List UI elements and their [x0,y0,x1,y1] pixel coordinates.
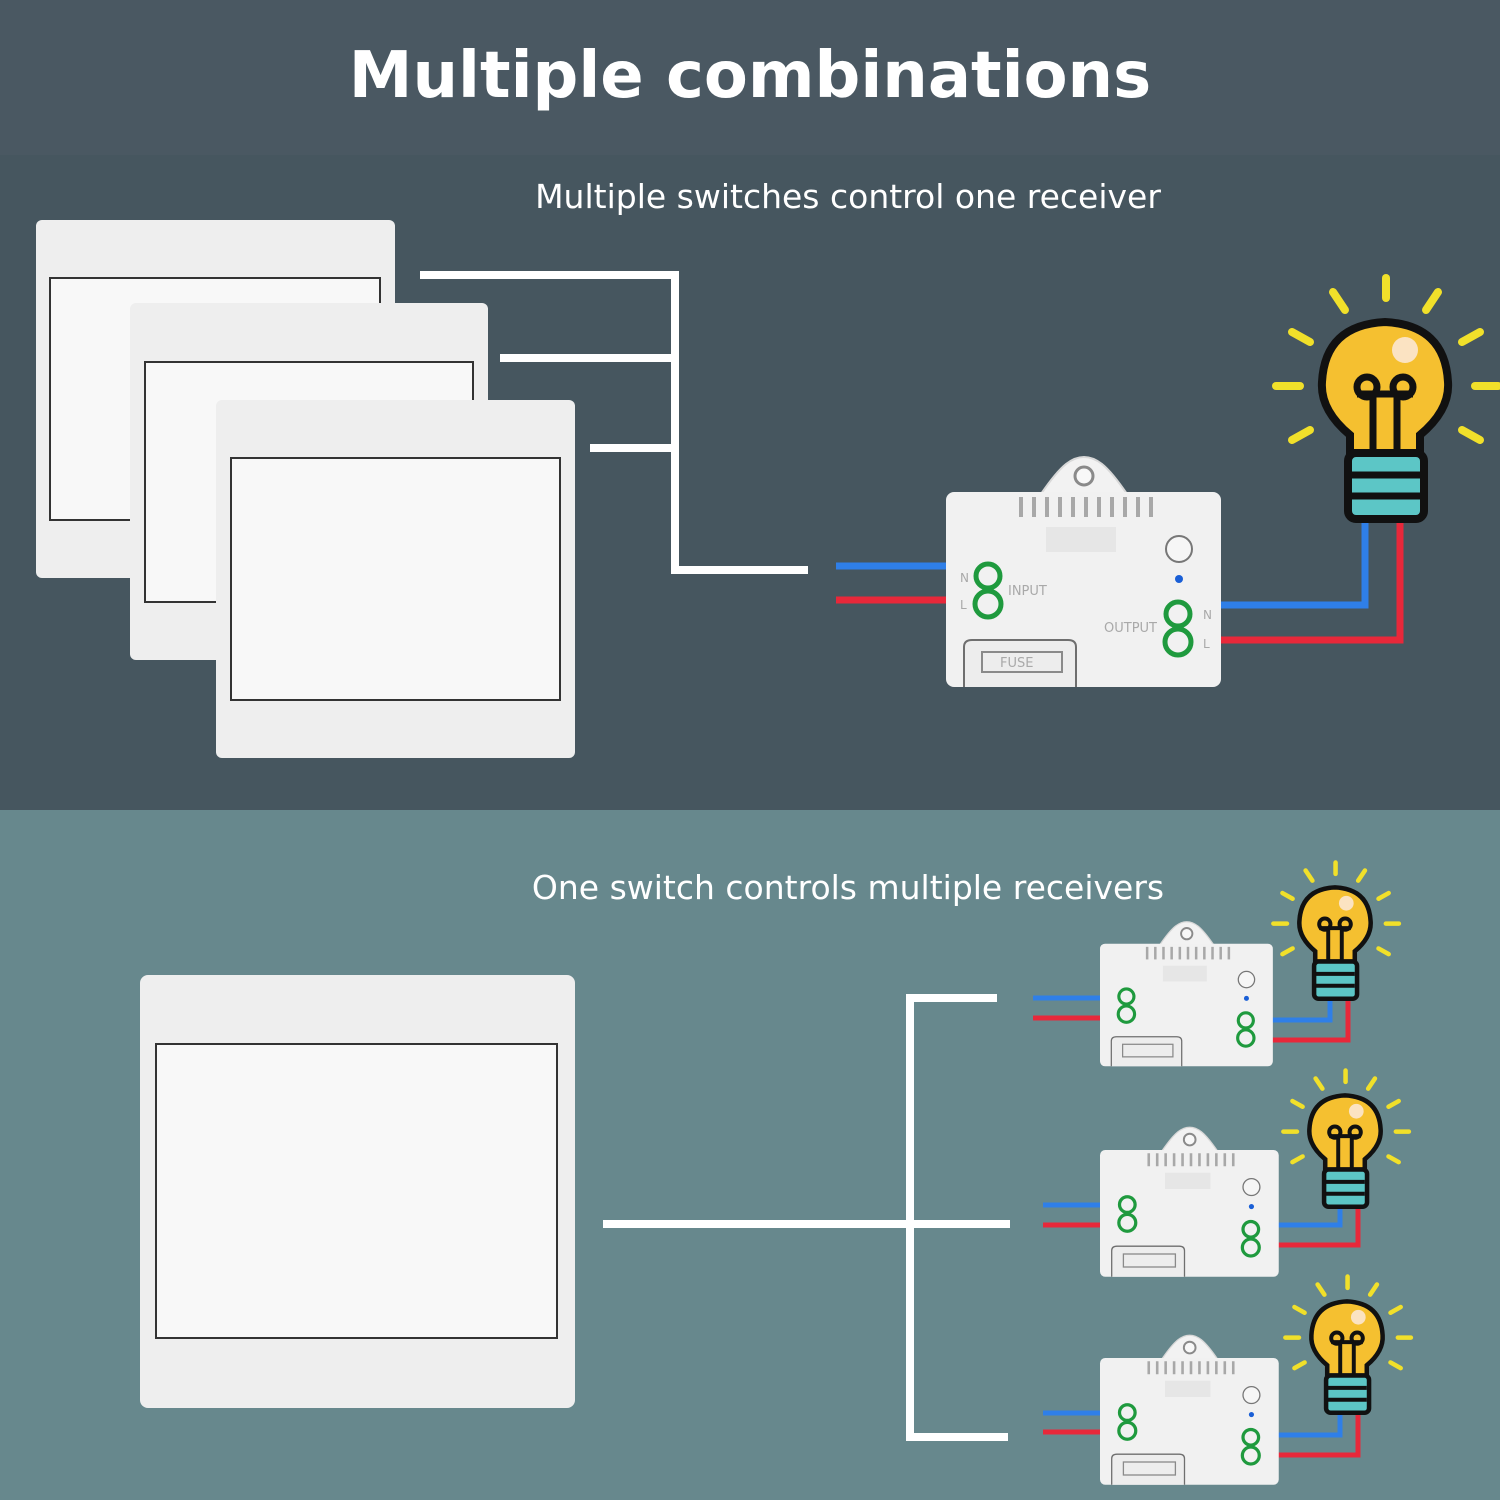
input-label: INPUT [1008,584,1047,599]
input-n-label: N [960,571,969,585]
output-l-label: L [1203,637,1210,651]
receiver-labels: INPUT OUTPUT N L N L FUSE [960,571,1212,671]
output-label: OUTPUT [1104,621,1157,636]
wall-switch-icon [216,400,575,758]
top-power-wires [836,515,1404,644]
bottom-power-wires [1033,990,1361,1458]
wall-switch-icon [140,975,575,1408]
bottom-caption: One switch controls multiple receivers [532,868,1164,907]
top-caption: Multiple switches control one receiver [535,177,1161,216]
header-band [0,0,1500,155]
fuse-label: FUSE [1000,656,1033,671]
top-signal-lines [420,271,808,574]
page-title: Multiple combinations [349,39,1151,113]
input-l-label: L [960,598,967,612]
output-n-label: N [1203,608,1212,622]
bottom-signal-lines [603,994,1010,1441]
